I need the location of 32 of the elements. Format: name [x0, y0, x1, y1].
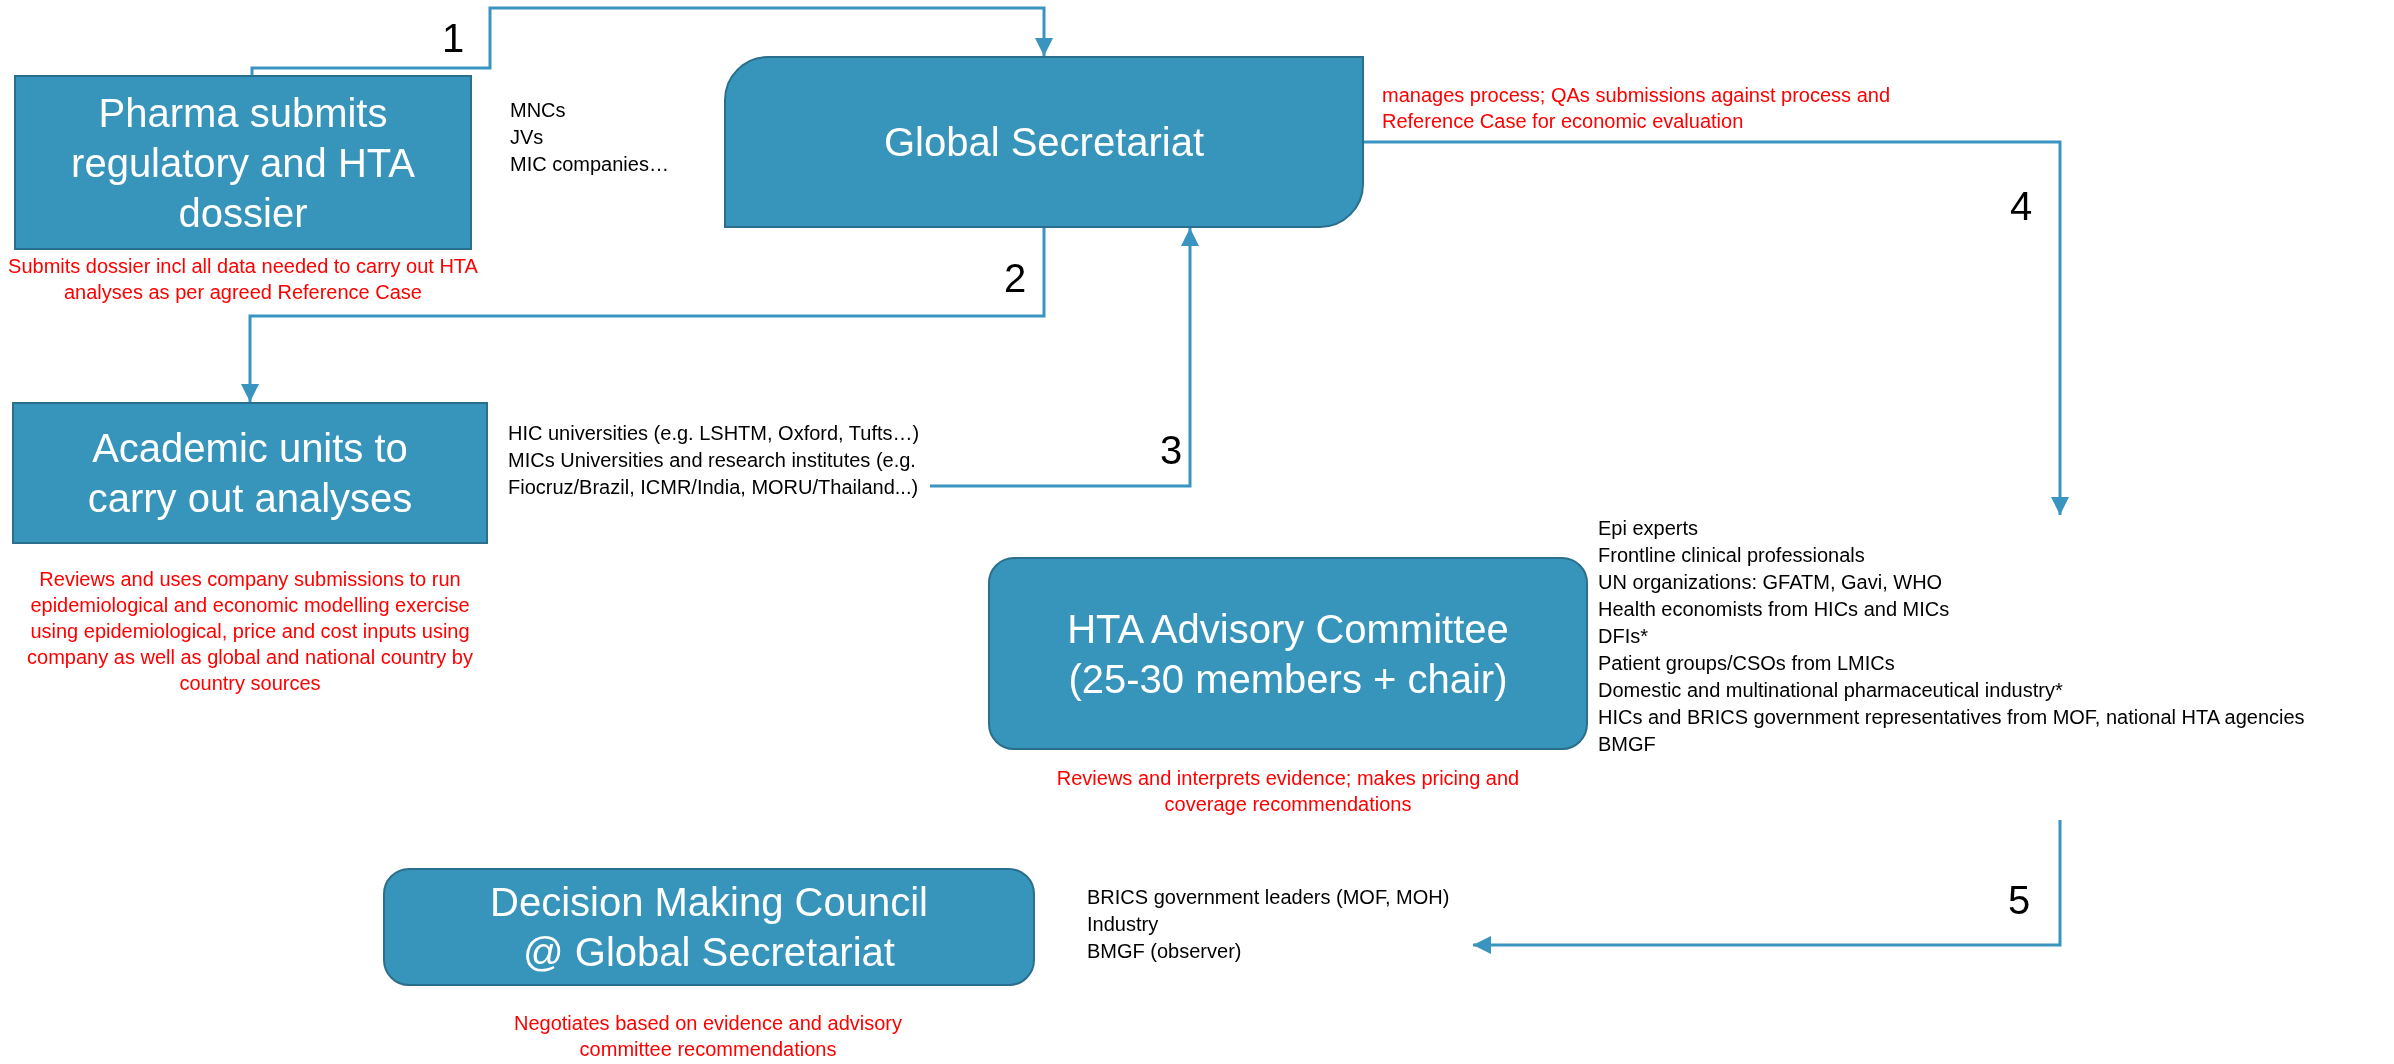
- arrow: [1473, 820, 2062, 954]
- list-item: MICs Universities and research institutes (e.g. Fiocruz/Brazil, ICMR/India, MORU/Thailand...): [508, 448, 920, 500]
- arrow: [250, 6, 1053, 76]
- annotation-text: Submits dossier incl all data needed to carry out HTA analyses as per agreed Reference Case: [7, 254, 479, 305]
- rounded-process-box: HTA Advisory Committee (25-30 members + chair): [988, 557, 1588, 750]
- list-item: Patient groups/CSOs from LMICs: [1598, 651, 1895, 676]
- rounded-process-box: Decision Making Council @ Global Secretariat: [383, 868, 1035, 986]
- rounded-process-box: Global Secretariat: [724, 56, 1364, 228]
- list-item: Domestic and multinational pharmaceutical industry*: [1598, 678, 2063, 703]
- list-item: HIC universities (e.g. LSHTM, Oxford, Tufts…): [508, 421, 921, 446]
- list-item: MIC companies…: [510, 152, 669, 177]
- list-item: BMGF: [1598, 732, 1656, 757]
- list-item: DFIs*: [1598, 624, 1648, 649]
- arrow: [241, 228, 1046, 402]
- arrow: [930, 228, 1199, 488]
- list-item: Frontline clinical professionals: [1598, 543, 1865, 568]
- list-item: MNCs: [510, 98, 566, 123]
- list-item: BRICS government leaders (MOF, MOH): [1087, 885, 1450, 910]
- annotation-text: Reviews and interprets evidence; makes pricing and coverage recommendations: [1055, 766, 1521, 817]
- list-item: JVs: [510, 125, 544, 150]
- list-item: Epi experts: [1598, 516, 1699, 541]
- annotation-text: Negotiates based on evidence and advisory committee recommendations: [512, 1011, 903, 1062]
- annotation-text: Reviews and uses company submissions to run epidemiological and economic modelling exercise using epidemiological, price and cost inputs using company as well as global and national country by country sources: [26, 567, 474, 696]
- arrow: [1364, 140, 2069, 515]
- list-item: HICs and BRICS government representatives from MOF, national HTA agencies: [1598, 705, 2305, 730]
- list-item: Industry: [1087, 912, 1159, 937]
- list-item: UN organizations: GFATM, Gavi, WHO: [1598, 570, 1943, 595]
- list-item: BMGF (observer): [1087, 939, 1242, 964]
- process-box: Academic units to carry out analyses: [12, 402, 488, 544]
- annotation-text: manages process; QAs submissions against process and Reference Case for economic evaluation: [1382, 83, 1892, 134]
- list-item: Health economists from HICs and MICs: [1598, 597, 1950, 622]
- process-box: Pharma submits regulatory and HTA dossier: [14, 75, 472, 250]
